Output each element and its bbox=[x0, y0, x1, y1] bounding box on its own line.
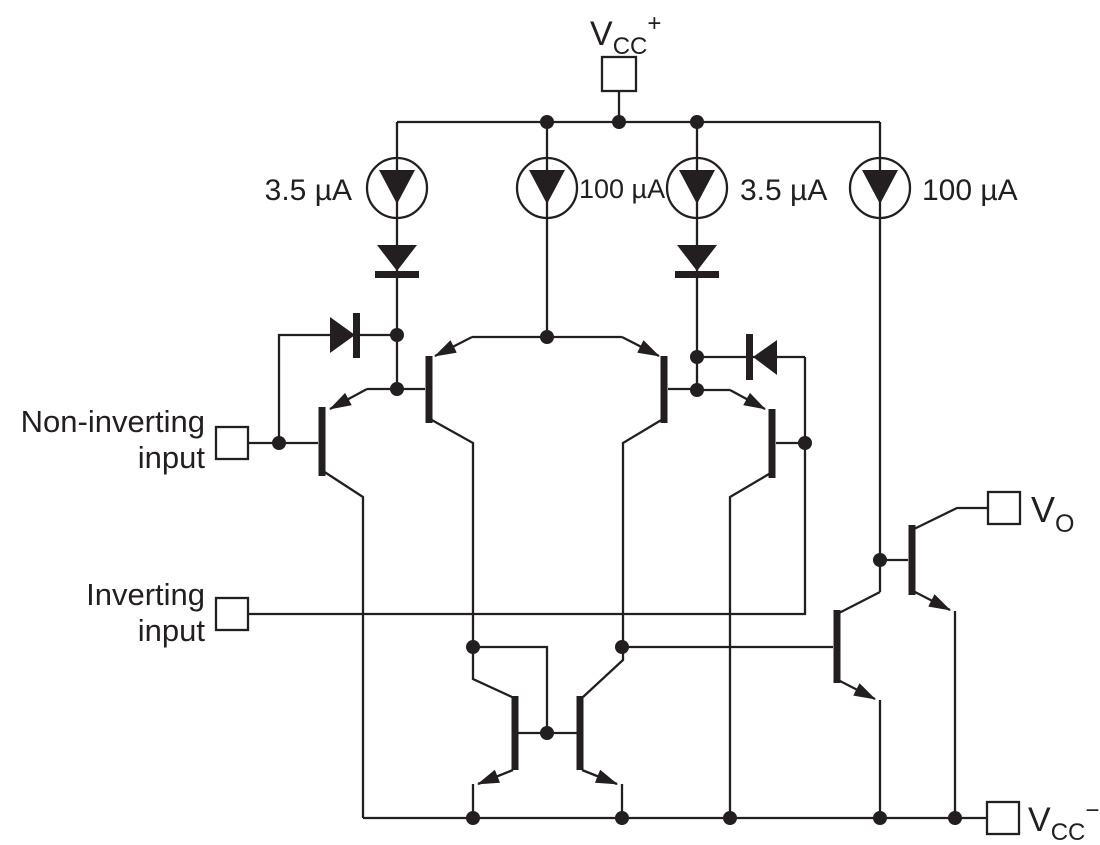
current-source-label: 3.5 µA bbox=[265, 174, 352, 207]
terminal-pad bbox=[214, 596, 250, 632]
inverting-input-label-line2: input bbox=[138, 613, 206, 648]
inverting-input-wire bbox=[248, 357, 807, 616]
junction-dot bbox=[540, 726, 554, 740]
junction-dot bbox=[690, 350, 704, 364]
collector-wire bbox=[582, 418, 664, 698]
current-source-left-bias: 3.5 µA bbox=[265, 156, 429, 220]
clamp-diode-right bbox=[697, 334, 805, 380]
output-terminal: VO bbox=[986, 489, 1074, 538]
collector-wire bbox=[913, 506, 988, 531]
current-mirror-left-npn bbox=[471, 696, 519, 818]
emitter-arrow bbox=[434, 335, 473, 358]
vcc-minus-terminal: VCC− bbox=[985, 797, 1099, 845]
junction-dot bbox=[466, 640, 480, 654]
diode-cathode-bar bbox=[675, 271, 719, 278]
transistor-q4-inverting-follower bbox=[697, 388, 805, 818]
transistor-q2-common-base-left bbox=[397, 335, 547, 699]
emitter-arrow bbox=[581, 768, 618, 786]
terminal-pad bbox=[986, 490, 1022, 526]
junction-dot bbox=[390, 382, 404, 396]
diode-cathode-bar bbox=[375, 271, 419, 278]
clamp-diode-left bbox=[277, 313, 397, 443]
vcc-plus-terminal: VCC+ bbox=[590, 10, 661, 93]
emitter-arrow bbox=[621, 335, 660, 358]
transistor-q1-noninverting-follower bbox=[248, 387, 397, 818]
current-source-arrow-icon bbox=[862, 170, 898, 204]
terminal-pad bbox=[600, 55, 638, 93]
junction-dot bbox=[466, 811, 480, 825]
junction-dot bbox=[540, 330, 554, 344]
collector-wire bbox=[429, 417, 513, 699]
terminal-pad bbox=[985, 800, 1021, 836]
vcc-minus-label: VCC− bbox=[1028, 797, 1099, 845]
current-source-arrow-icon bbox=[529, 170, 565, 204]
current-source-label: 100 µA bbox=[579, 174, 665, 204]
junction-dot bbox=[873, 553, 887, 567]
bias-diode-left bbox=[375, 245, 419, 278]
current-source-circle bbox=[515, 156, 579, 220]
transistor-q3-common-base-right bbox=[547, 335, 697, 698]
inverting-input-label-line1: Inverting bbox=[86, 577, 205, 612]
junction-dot bbox=[390, 328, 404, 342]
current-mirror-interconnect bbox=[473, 645, 577, 735]
junction-dot bbox=[690, 115, 704, 129]
diode-triangle-icon bbox=[677, 245, 717, 271]
vcc-plus-rail bbox=[397, 90, 880, 124]
transistor-q6-output bbox=[880, 506, 988, 818]
emitter-arrow bbox=[729, 388, 766, 411]
inverting-input-terminal: Inverting input bbox=[86, 577, 250, 648]
output-label: VO bbox=[1031, 489, 1074, 538]
current-source-circle bbox=[365, 156, 429, 220]
collector-wire bbox=[322, 470, 365, 818]
noninverting-input-label-line2: input bbox=[138, 440, 206, 475]
noninverting-input-label-line1: Non-inverting bbox=[21, 404, 205, 439]
current-source-label: 100 µA bbox=[922, 174, 1018, 207]
current-source-label: 3.5 µA bbox=[740, 174, 827, 207]
current-source-output-bias: 100 µA bbox=[848, 156, 1018, 220]
collector-wire bbox=[728, 473, 770, 818]
mirror-diode-connect-wire bbox=[473, 645, 549, 733]
junction-dot bbox=[798, 436, 812, 450]
emitter-arrow bbox=[839, 679, 876, 701]
transistor-q5-gain-stage bbox=[622, 590, 882, 818]
junction-dot bbox=[723, 811, 737, 825]
junction-dot bbox=[615, 811, 629, 825]
bias-diode-right bbox=[675, 245, 719, 278]
junction-dot bbox=[272, 436, 286, 450]
current-source-tail: 100 µA bbox=[515, 156, 665, 220]
junction-dot bbox=[540, 115, 554, 129]
diode-triangle-icon bbox=[330, 317, 355, 353]
current-source-arrow-icon bbox=[379, 170, 415, 204]
emitter-arrow bbox=[477, 768, 514, 786]
diode-cathode-bar bbox=[746, 334, 753, 380]
current-mirror-right-npn bbox=[576, 696, 624, 818]
diode-triangle-icon bbox=[377, 245, 417, 271]
junction-dot bbox=[873, 811, 887, 825]
junction-dots bbox=[272, 115, 962, 825]
diode-triangle-icon bbox=[753, 340, 777, 375]
collector-wire bbox=[838, 590, 881, 615]
current-source-circle bbox=[665, 156, 729, 220]
vcc-plus-label: VCC+ bbox=[590, 10, 661, 60]
current-source-arrow-icon bbox=[679, 170, 715, 204]
diode-cathode-bar bbox=[353, 313, 360, 358]
emitter-arrow bbox=[329, 387, 368, 411]
current-source-circle bbox=[848, 156, 912, 220]
junction-dot bbox=[690, 383, 704, 397]
current-source-right-bias: 3.5 µA bbox=[665, 156, 827, 220]
junction-dot bbox=[612, 115, 626, 129]
junction-dot bbox=[948, 811, 962, 825]
noninverting-input-terminal: Non-inverting input bbox=[21, 404, 250, 475]
junction-dot bbox=[615, 640, 629, 654]
terminal-pad bbox=[214, 425, 250, 461]
emitter-arrow bbox=[914, 590, 951, 612]
